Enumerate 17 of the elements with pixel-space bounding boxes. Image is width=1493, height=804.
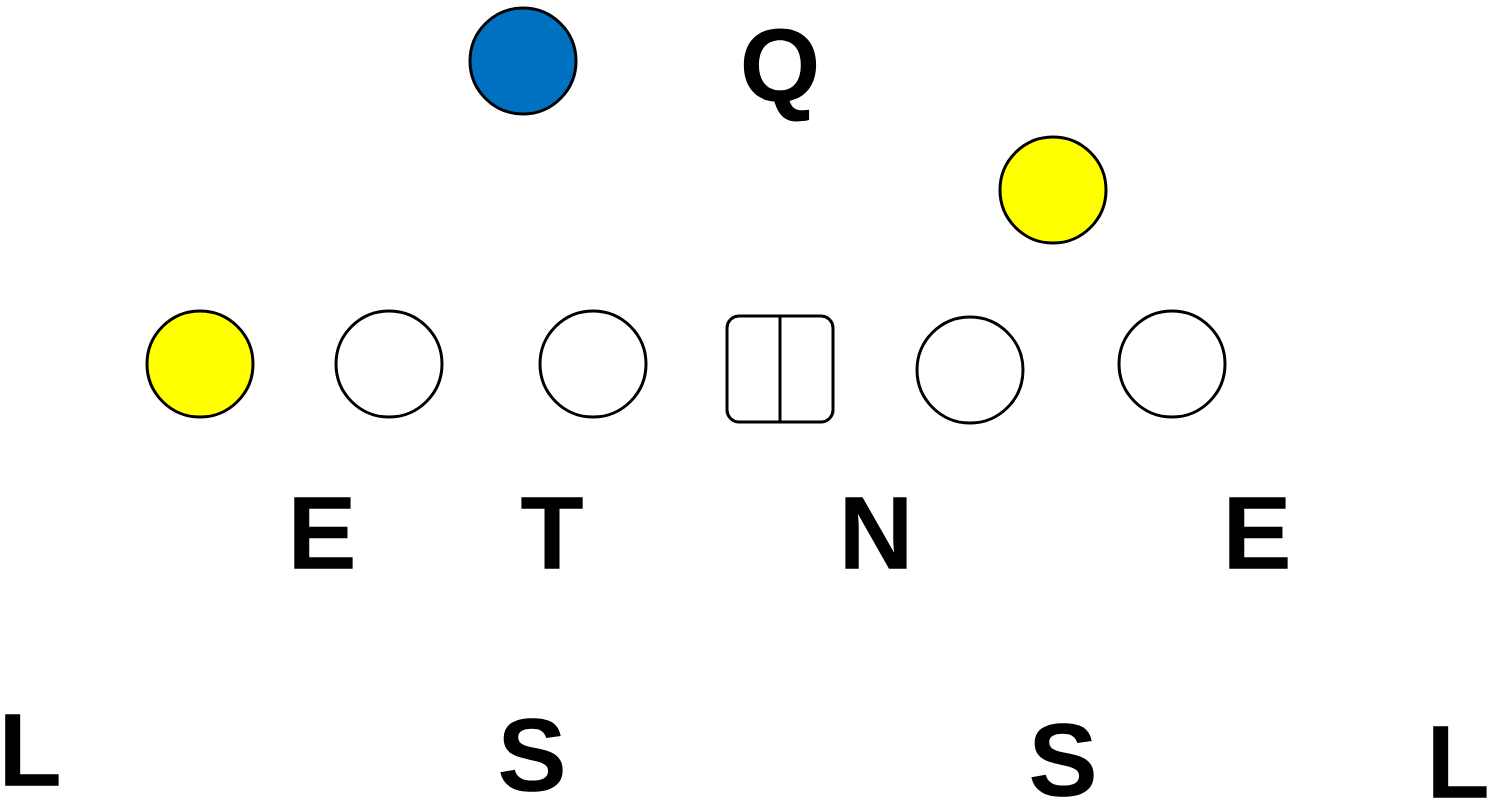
position-letter: T [521,497,583,569]
center-box [725,314,835,424]
player-circle [468,6,578,116]
player-circle [1117,309,1227,419]
player-circle [145,309,255,419]
position-letter: Q [743,28,817,122]
position-letter: E [1229,497,1288,569]
player-circle [915,315,1025,425]
position-letter: N [845,497,907,569]
position-letter: S [500,718,563,792]
player-circle [334,309,444,419]
position-letter: S [1031,723,1094,797]
player-circle [538,309,648,419]
position-letter: L [5,714,59,786]
position-letter: L [1433,726,1487,798]
position-letter: E [294,497,353,569]
player-circle [998,135,1108,245]
